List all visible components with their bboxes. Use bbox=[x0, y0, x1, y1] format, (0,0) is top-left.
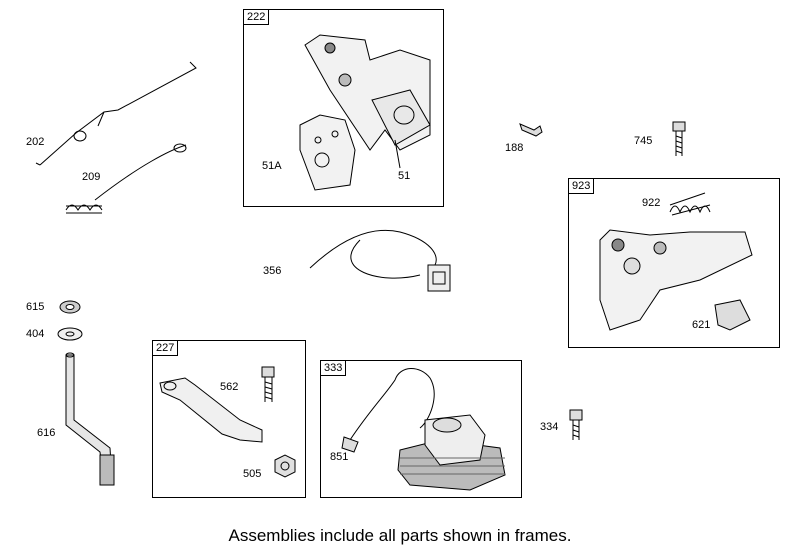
label-404: 404 bbox=[26, 328, 45, 340]
label-505: 505 bbox=[243, 468, 262, 480]
label-334: 334 bbox=[540, 421, 559, 433]
label-616: 616 bbox=[37, 427, 56, 439]
label-356: 356 bbox=[263, 265, 282, 277]
part-bolt-tall bbox=[672, 121, 686, 156]
label-51a: 51A bbox=[262, 160, 282, 172]
part-bolt-small bbox=[519, 123, 543, 137]
frame-923-drawing bbox=[599, 192, 753, 331]
label-745: 745 bbox=[634, 135, 653, 147]
label-922: 922 bbox=[642, 197, 661, 209]
part-wire-terminal bbox=[309, 229, 451, 292]
label-188: 188 bbox=[505, 142, 524, 154]
label-562: 562 bbox=[220, 381, 239, 393]
label-851: 851 bbox=[330, 451, 349, 463]
label-621: 621 bbox=[692, 319, 711, 331]
part-spring-wire bbox=[65, 143, 187, 214]
label-615: 615 bbox=[26, 301, 45, 313]
frame-222-drawing bbox=[299, 34, 431, 191]
frame-333-id: 333 bbox=[320, 360, 347, 376]
label-202: 202 bbox=[26, 136, 45, 148]
frame-222-id: 222 bbox=[243, 9, 270, 25]
label-51: 51 bbox=[398, 170, 411, 182]
frame-227-id: 227 bbox=[152, 340, 179, 356]
part-lever bbox=[65, 352, 115, 486]
frame-333-drawing bbox=[341, 368, 506, 491]
part-washer bbox=[57, 327, 83, 341]
frame-923-id: 923 bbox=[568, 178, 595, 194]
label-209: 209 bbox=[82, 171, 101, 183]
frame-227-drawing bbox=[159, 366, 296, 478]
part-rod bbox=[35, 61, 197, 166]
diagram-caption: Assemblies include all parts shown in fr… bbox=[228, 526, 572, 545]
frame-923: 923 bbox=[568, 178, 780, 348]
frame-333: 333 bbox=[320, 360, 522, 498]
frame-222: 222 bbox=[243, 9, 444, 207]
part-nut bbox=[59, 300, 81, 314]
part-bolt-334 bbox=[569, 409, 583, 440]
frame-227: 227 bbox=[152, 340, 306, 498]
